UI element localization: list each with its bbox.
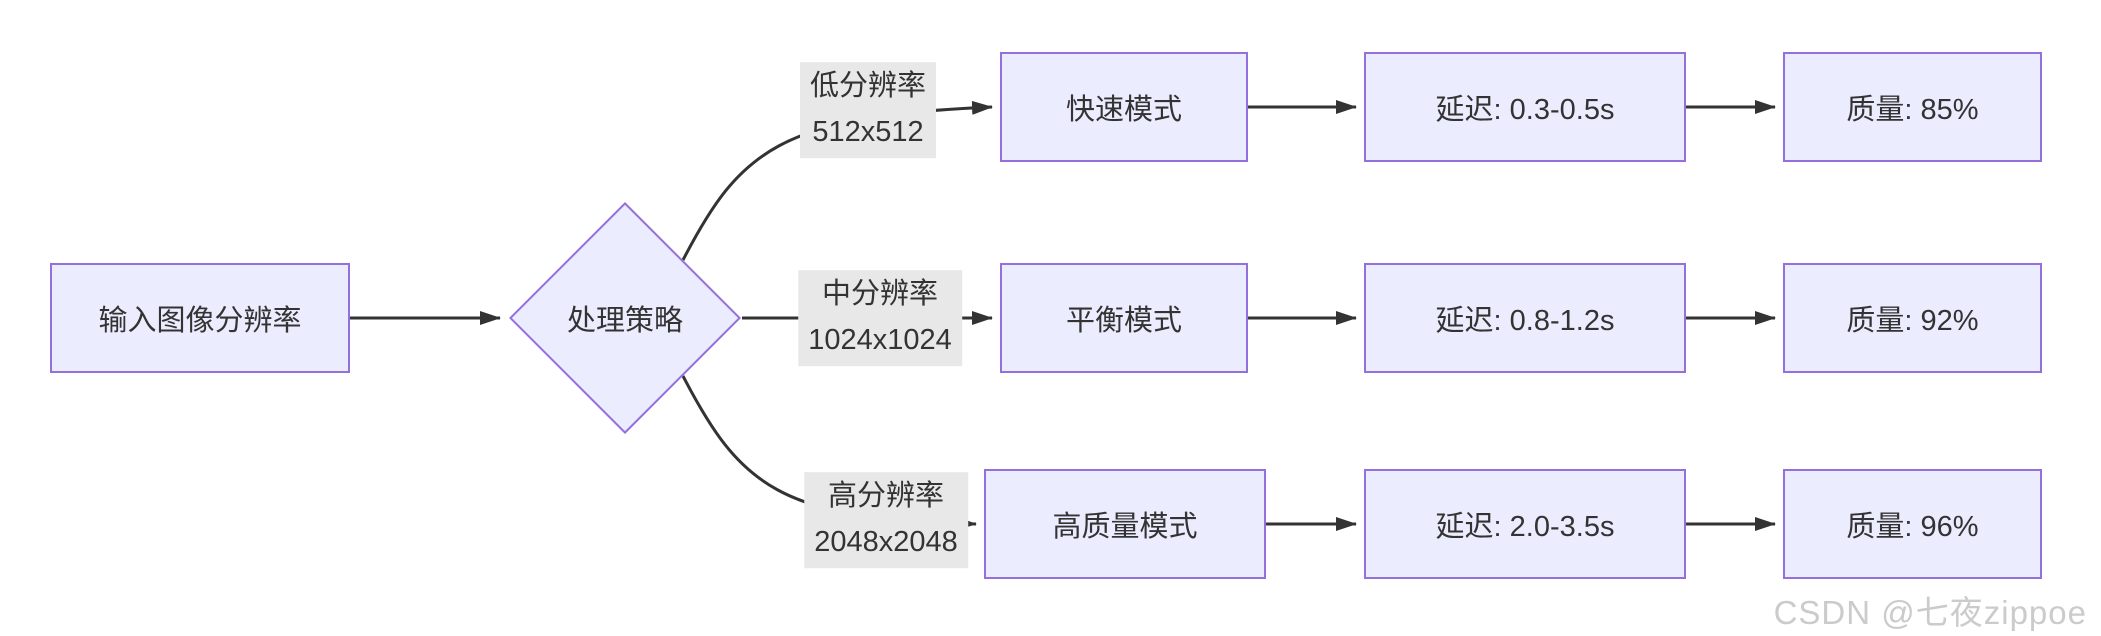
node-quality-balanced: 质量: 92% (1783, 263, 2042, 373)
node-mode-fast: 快速模式 (1000, 52, 1248, 162)
edge-label-line: 1024x1024 (808, 324, 952, 356)
node-quality-fast: 质量: 85% (1783, 52, 2042, 162)
edge-label-line: 高分辨率 (827, 480, 944, 513)
watermark: CSDN @七夜zippoe (1773, 594, 2087, 631)
node-mode-balanced: 平衡模式 (1000, 263, 1248, 373)
node-quality-high-quality: 质量: 96% (1783, 469, 2042, 579)
edge-label-high-resolution: 高分辨率 2048x2048 (804, 472, 968, 568)
edge-label-line: 中分辨率 (821, 278, 938, 311)
node-latency-balanced: 延迟: 0.8-1.2s (1364, 263, 1686, 373)
edge-label-line: 低分辨率 (809, 70, 927, 103)
edge-label-low-resolution: 低分辨率 512x512 (799, 62, 937, 158)
edge-label-medium-resolution: 中分辨率 1024x1024 (798, 270, 962, 366)
node-mode-high-quality: 高质量模式 (984, 469, 1266, 579)
node-latency-fast: 延迟: 0.3-0.5s (1364, 52, 1686, 162)
decision-label: 处理策略 (566, 305, 683, 337)
node-input-resolution: 输入图像分辨率 (50, 263, 350, 373)
node-latency-high-quality: 延迟: 2.0-3.5s (1364, 469, 1686, 579)
edge-label-line: 2048x2048 (814, 526, 958, 558)
edge-label-line: 512x512 (812, 116, 924, 148)
node-decision-strategy: 处理策略 (508, 201, 742, 435)
